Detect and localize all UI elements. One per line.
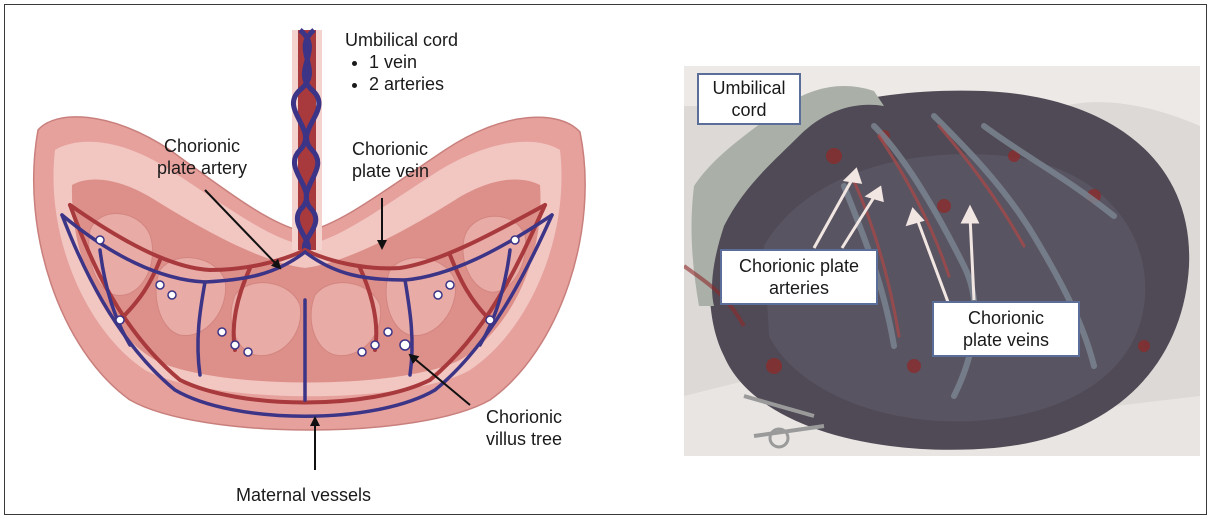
chorionic-villus-tree-label: Chorionic villus tree <box>474 406 574 450</box>
chorionic-plate-vein-label: Chorionic plate vein <box>352 138 442 182</box>
cord-item-arteries: 2 arteries <box>369 73 458 95</box>
cord-item-vein: 1 vein <box>369 51 458 73</box>
umbilical-cord-label: Umbilical cord 1 vein 2 arteries <box>345 29 458 95</box>
photo-veins-callout: Chorionic plate veins <box>932 301 1080 357</box>
chorionic-plate-artery-label: Chorionic plate artery <box>142 135 262 179</box>
photo-umbilical-cord-callout: Umbilical cord <box>697 73 801 125</box>
maternal-vessels-label: Maternal vessels <box>236 484 371 506</box>
umbilical-cord-contents: 1 vein 2 arteries <box>345 51 458 95</box>
photo-arteries-callout: Chorionic plate arteries <box>720 249 878 305</box>
